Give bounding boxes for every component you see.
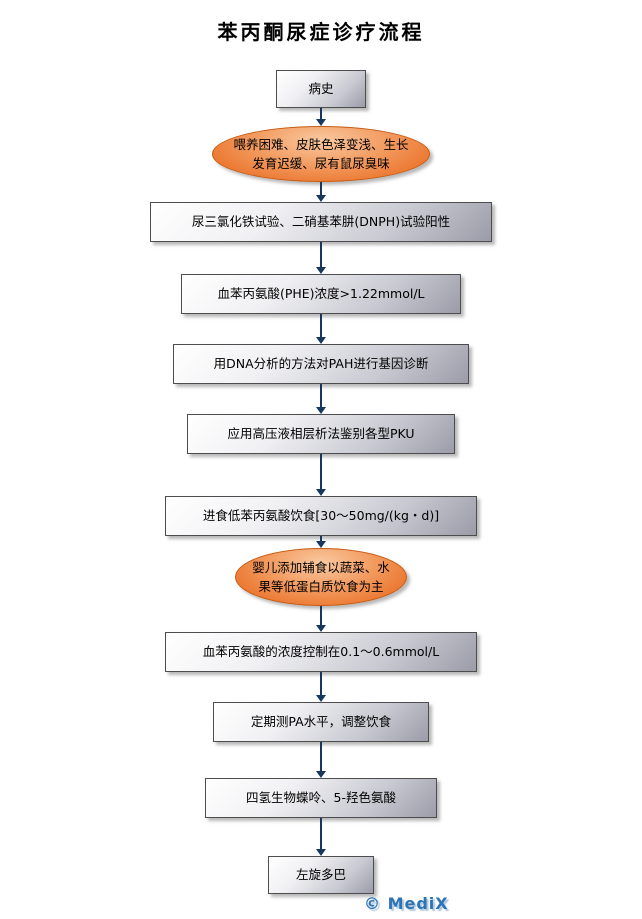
flow-arrow: [315, 606, 327, 632]
node-low-phe-diet: 进食低苯丙氨酸饮食[30～50mg/(kg・d)]: [165, 496, 477, 536]
flow-arrow: [315, 536, 327, 548]
arrow-shaft: [320, 182, 322, 195]
arrow-shaft: [320, 314, 322, 337]
node-phe-control: 血苯丙氨酸的浓度控制在0.1～0.6mmol/L: [165, 632, 477, 672]
arrow-shaft: [320, 242, 322, 267]
arrow-head-icon: [316, 407, 326, 414]
flow-arrow: [315, 672, 327, 702]
node-monitor-adjust: 定期测PA水平，调整饮食: [213, 702, 429, 742]
arrow-shaft: [320, 384, 322, 407]
arrow-head-icon: [316, 119, 326, 126]
node-medical-history: 病史: [276, 70, 366, 108]
node-urine-tests: 尿三氯化铁试验、二硝基苯肼(DNPH)试验阳性: [150, 202, 492, 242]
arrow-shaft: [320, 742, 322, 771]
arrow-head-icon: [316, 337, 326, 344]
arrow-shaft: [320, 818, 322, 849]
flow-arrow: [315, 384, 327, 414]
node-bh4-5htp: 四氢生物蝶呤、5-羟色氨酸: [205, 778, 437, 818]
flow-arrow: [315, 742, 327, 778]
arrow-shaft: [320, 454, 322, 489]
flow-arrow: [315, 108, 327, 126]
page-title: 苯丙酮尿症诊疗流程: [217, 20, 425, 44]
flow-arrow: [315, 182, 327, 202]
node-phe-level: 血苯丙氨酸(PHE)浓度>1.22mmol/L: [181, 274, 461, 314]
arrow-head-icon: [316, 489, 326, 496]
flow-arrow: [315, 314, 327, 344]
arrow-shaft: [320, 672, 322, 695]
node-infant-diet: 婴儿添加辅食以蔬菜、水果等低蛋白质饮食为主: [235, 548, 407, 606]
medix-watermark: © MediX: [364, 894, 449, 913]
arrow-head-icon: [316, 771, 326, 778]
node-dna-analysis: 用DNA分析的方法对PAH进行基因诊断: [173, 344, 469, 384]
arrow-head-icon: [316, 541, 326, 548]
flow-arrow: [315, 818, 327, 856]
node-levodopa: 左旋多巴: [268, 856, 374, 894]
flow-arrow: [315, 242, 327, 274]
arrow-head-icon: [316, 695, 326, 702]
node-symptoms: 喂养困难、皮肤色泽变浅、生长发育迟缓、尿有鼠尿臭味: [212, 126, 430, 182]
flowchart: 苯丙酮尿症诊疗流程 病史 喂养困难、皮肤色泽变浅、生长发育迟缓、尿有鼠尿臭味 尿…: [150, 20, 492, 894]
arrow-shaft: [320, 606, 322, 625]
arrow-shaft: [320, 108, 322, 119]
arrow-head-icon: [316, 267, 326, 274]
flow-arrow: [315, 454, 327, 496]
arrow-head-icon: [316, 195, 326, 202]
arrow-head-icon: [316, 625, 326, 632]
node-hplc-typing: 应用高压液相层析法鉴别各型PKU: [187, 414, 455, 454]
arrow-head-icon: [316, 849, 326, 856]
arrow-shaft: [320, 536, 322, 541]
